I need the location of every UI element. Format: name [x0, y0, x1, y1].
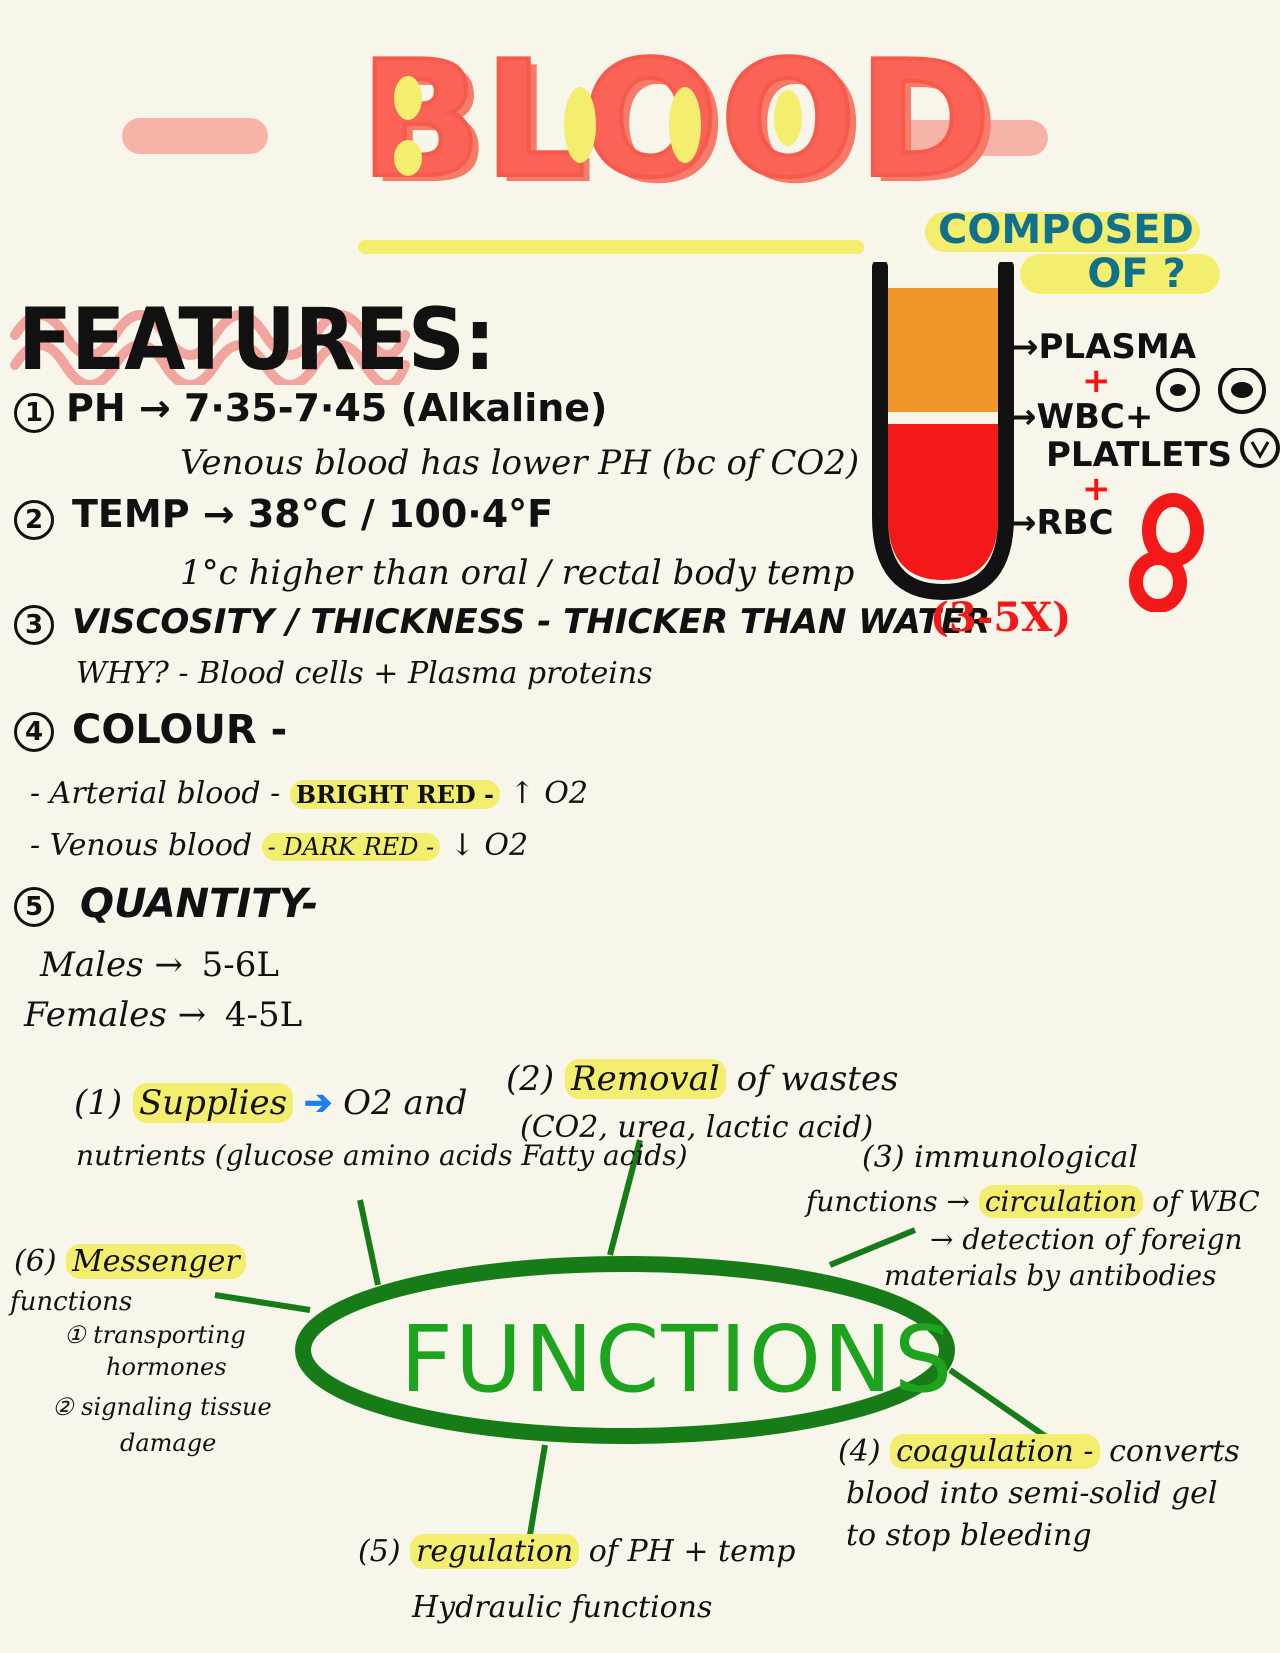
feature-number-4: 4	[14, 712, 54, 752]
function-2-number: (2)	[506, 1059, 555, 1099]
function-6-sub2: ② signaling tissue	[52, 1393, 272, 1421]
bright-red-highlight: BRIGHT RED -	[289, 780, 501, 809]
function-3-line2: functions → circulation of WBC	[806, 1184, 1260, 1220]
plus-sign-2: +	[1082, 469, 1111, 509]
platelets-label: PLATLETS	[1046, 435, 1233, 475]
rbc-label: RBC	[1036, 503, 1114, 543]
function-1-number: (1)	[74, 1083, 123, 1123]
arterial-blood-line: - Arterial blood - BRIGHT RED - ↑ O2	[30, 774, 588, 815]
function-6-sub1: ① transporting	[64, 1321, 246, 1349]
title-dash-left	[122, 118, 268, 154]
features-heading: FEATURES:	[18, 290, 496, 390]
functions-ellipse	[295, 1256, 955, 1444]
wbc-label: WBC+	[1036, 397, 1154, 437]
function-6-sub2b: damage	[120, 1429, 217, 1457]
venous-oxygen: ↓ O2	[449, 828, 529, 863]
males-label: Males →	[40, 945, 183, 985]
function-3-title: immunological	[914, 1140, 1139, 1175]
function-2-highlight: Removal	[564, 1059, 726, 1099]
feature-quantity: QUANTITY-	[80, 881, 319, 927]
dark-red-highlight: - DARK RED -	[261, 833, 441, 861]
tube-label-rbc: →RBC	[1008, 503, 1114, 543]
function-3-number: (3)	[862, 1140, 905, 1175]
test-tube-illustration	[872, 262, 1014, 601]
function-5-number: (5)	[358, 1534, 401, 1569]
composed-line-2: OF ?	[1087, 251, 1186, 297]
composed-highlight-1	[925, 212, 1200, 252]
function-4-number: (4)	[838, 1434, 881, 1469]
function-2-line2: (CO2, urea, lactic acid)	[520, 1110, 874, 1145]
functions-center-label: FUNCTIONS	[400, 1306, 955, 1413]
title-underline	[358, 240, 864, 254]
function-3-line1: (3) immunological	[862, 1140, 1138, 1176]
feature-viscosity-ratio: (3-5X)	[930, 594, 1072, 641]
arterial-oxygen: ↑ O2	[509, 776, 588, 811]
function-6-line1: (6) Messenger	[14, 1244, 246, 1280]
function-3-rest: of WBC	[1152, 1185, 1260, 1218]
function-4-line3: to stop bleeding	[846, 1518, 1092, 1553]
composed-of-heading: COMPOSED OF ?	[938, 208, 1194, 296]
feature-ph: PH → 7·35-7·45 (Alkaline)	[66, 386, 608, 430]
function-1-rest: O2 and	[343, 1083, 468, 1123]
feature-temp: TEMP → 38°C / 100·4°F	[72, 492, 554, 536]
function-5-line2: Hydraulic functions	[412, 1590, 713, 1625]
males-value: 5-6L	[201, 945, 279, 985]
rbc-layer	[888, 424, 998, 580]
function-4-line2: blood into semi-solid gel	[846, 1476, 1218, 1511]
quantity-males: Males → 5-6L	[40, 944, 279, 986]
feature-colour: COLOUR -	[72, 707, 288, 753]
title-highlight-marks	[394, 76, 802, 176]
function-5-highlight: regulation	[410, 1534, 580, 1569]
function-2-line1: (2) Removal of wastes	[506, 1058, 899, 1100]
function-5-rest: of PH + temp	[588, 1534, 796, 1569]
feature-number-3: 3	[14, 605, 54, 645]
function-3-line4: materials by antibodies	[884, 1259, 1217, 1292]
features-scribble-decoration	[10, 310, 410, 385]
function-6-highlight: Messenger	[66, 1244, 246, 1279]
plasma-label: PLASMA	[1038, 327, 1197, 367]
plasma-layer	[888, 288, 998, 412]
feature-viscosity-note: WHY? - Blood cells + Plasma proteins	[76, 656, 653, 691]
function-1-line2: nutrients (glucose amino acids Fatty aci…	[76, 1139, 688, 1172]
title-dash-right	[888, 120, 1048, 156]
quantity-females: Females → 4-5L	[24, 994, 302, 1036]
feature-number-5: 5	[14, 887, 54, 927]
tube-label-wbc: →WBC+	[1008, 397, 1154, 437]
venous-blood-label: - Venous blood	[30, 828, 253, 863]
feature-number-1: 1	[14, 393, 54, 433]
function-2-rest: of wastes	[736, 1059, 899, 1099]
plus-sign-1: +	[1082, 361, 1111, 401]
function-1-line1: (1) Supplies ➔ O2 and	[74, 1082, 467, 1124]
composed-highlight-2	[1020, 254, 1220, 294]
females-label: Females →	[24, 995, 207, 1035]
wbc-cell-icons	[1156, 368, 1280, 468]
feature-ph-note: Venous blood has lower PH (bc of CO2)	[180, 443, 860, 483]
function-4-rest: converts	[1109, 1434, 1240, 1469]
tube-label-plasma: →PLASMA	[1010, 327, 1197, 367]
function-3-prefix: functions →	[806, 1185, 970, 1218]
function-1-arrow-icon: ➔	[303, 1083, 333, 1123]
function-4-line1: (4) coagulation - converts	[838, 1434, 1240, 1470]
function-4-highlight: coagulation -	[890, 1434, 1100, 1469]
function-5-line1: (5) regulation of PH + temp	[358, 1534, 795, 1570]
function-1-highlight: Supplies	[132, 1083, 294, 1123]
feature-temp-note: 1°c higher than oral / rectal body temp	[180, 553, 855, 593]
function-6-line2: functions	[10, 1287, 133, 1317]
composed-line-1: COMPOSED	[938, 207, 1194, 253]
function-6-sub1b: hormones	[106, 1353, 227, 1381]
function-3-line3: → detection of foreign	[930, 1223, 1243, 1256]
function-3-highlight: circulation	[978, 1185, 1144, 1218]
arterial-blood-label: - Arterial blood -	[30, 776, 281, 811]
rbc-cell-icons	[1129, 493, 1204, 612]
venous-blood-line: - Venous blood - DARK RED - ↓ O2	[30, 826, 528, 867]
function-6-number: (6)	[14, 1244, 57, 1279]
feature-number-2: 2	[14, 500, 54, 540]
females-value: 4-5L	[224, 995, 303, 1035]
feature-viscosity: VISCOSITY / THICKNESS - THICKER THAN WAT…	[72, 602, 991, 642]
